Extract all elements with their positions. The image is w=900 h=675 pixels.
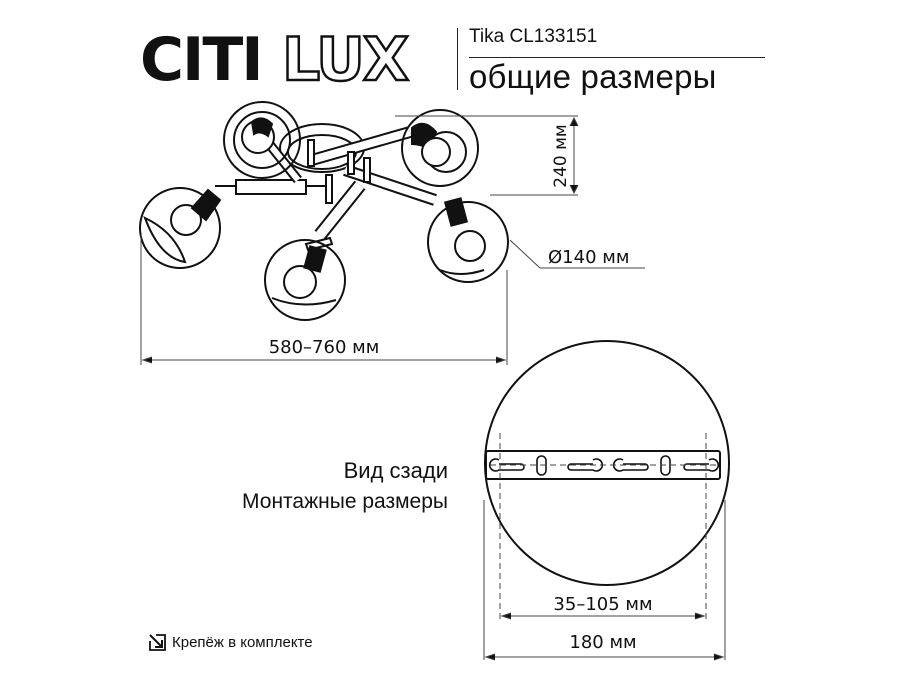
height-dimension-label: 240 мм: [551, 124, 571, 188]
shade-right: [427, 197, 509, 283]
arms: [215, 126, 437, 240]
base-diameter-dimension: [483, 500, 726, 661]
mount-spacing-label: 35–105 мм: [553, 594, 652, 615]
arrow-down-right-box-icon: [149, 634, 166, 651]
mount-note: Крепёж в комплекте: [148, 633, 313, 651]
width-dimension-label: 580–760 мм: [269, 337, 380, 358]
diameter-dimension-label: Ø140 мм: [548, 247, 629, 268]
logo-outline-text: LUX: [282, 28, 409, 88]
mount-note-text: Крепёж в комплекте: [172, 633, 313, 651]
width-dimension: [140, 235, 508, 365]
rear-view-title: Вид сзади: [343, 458, 448, 483]
shade-left: [139, 187, 222, 269]
logo-solid-text: CITI: [140, 28, 262, 88]
height-dimension: [395, 115, 579, 196]
shade-top-right: [401, 109, 479, 187]
mount-spacing-dimension: [500, 612, 706, 620]
model-name: Tika CL133151: [469, 26, 598, 47]
base-diameter-label: 180 мм: [569, 632, 636, 653]
shade-top-left: [223, 101, 301, 179]
title-divider-horizontal: [469, 57, 765, 58]
title-block: Tika CL133151 общие размеры: [455, 24, 765, 95]
citilux-logo: CITI LUX: [140, 28, 412, 88]
diameter-leader: [509, 239, 645, 269]
rear-view-subtitle: Монтажные размеры: [242, 490, 448, 513]
title-divider-vertical: [457, 28, 458, 90]
page-subtitle: общие размеры: [469, 58, 717, 95]
shade-bottom: [264, 236, 346, 321]
